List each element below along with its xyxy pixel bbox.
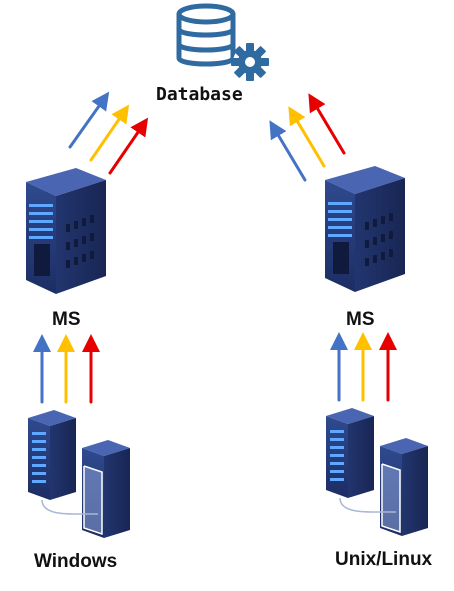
server-cluster-icon — [326, 408, 428, 536]
arrows-unix-to-server — [330, 332, 397, 402]
server-cluster-icon — [28, 410, 130, 538]
database-label: Database — [156, 84, 243, 105]
ms-left-label: MS — [52, 309, 81, 330]
arrows-left-server-to-database — [68, 91, 149, 175]
windows-label: Windows — [34, 551, 118, 572]
arrows-windows-to-server — [33, 334, 100, 404]
unix-linux-label: Unix/Linux — [335, 549, 433, 570]
ms-right-label: MS — [346, 309, 375, 330]
arrows-right-server-to-database — [269, 93, 346, 182]
server-rack-icon — [26, 168, 106, 294]
database-gear-icon — [176, 3, 269, 81]
server-rack-icon — [325, 166, 405, 292]
